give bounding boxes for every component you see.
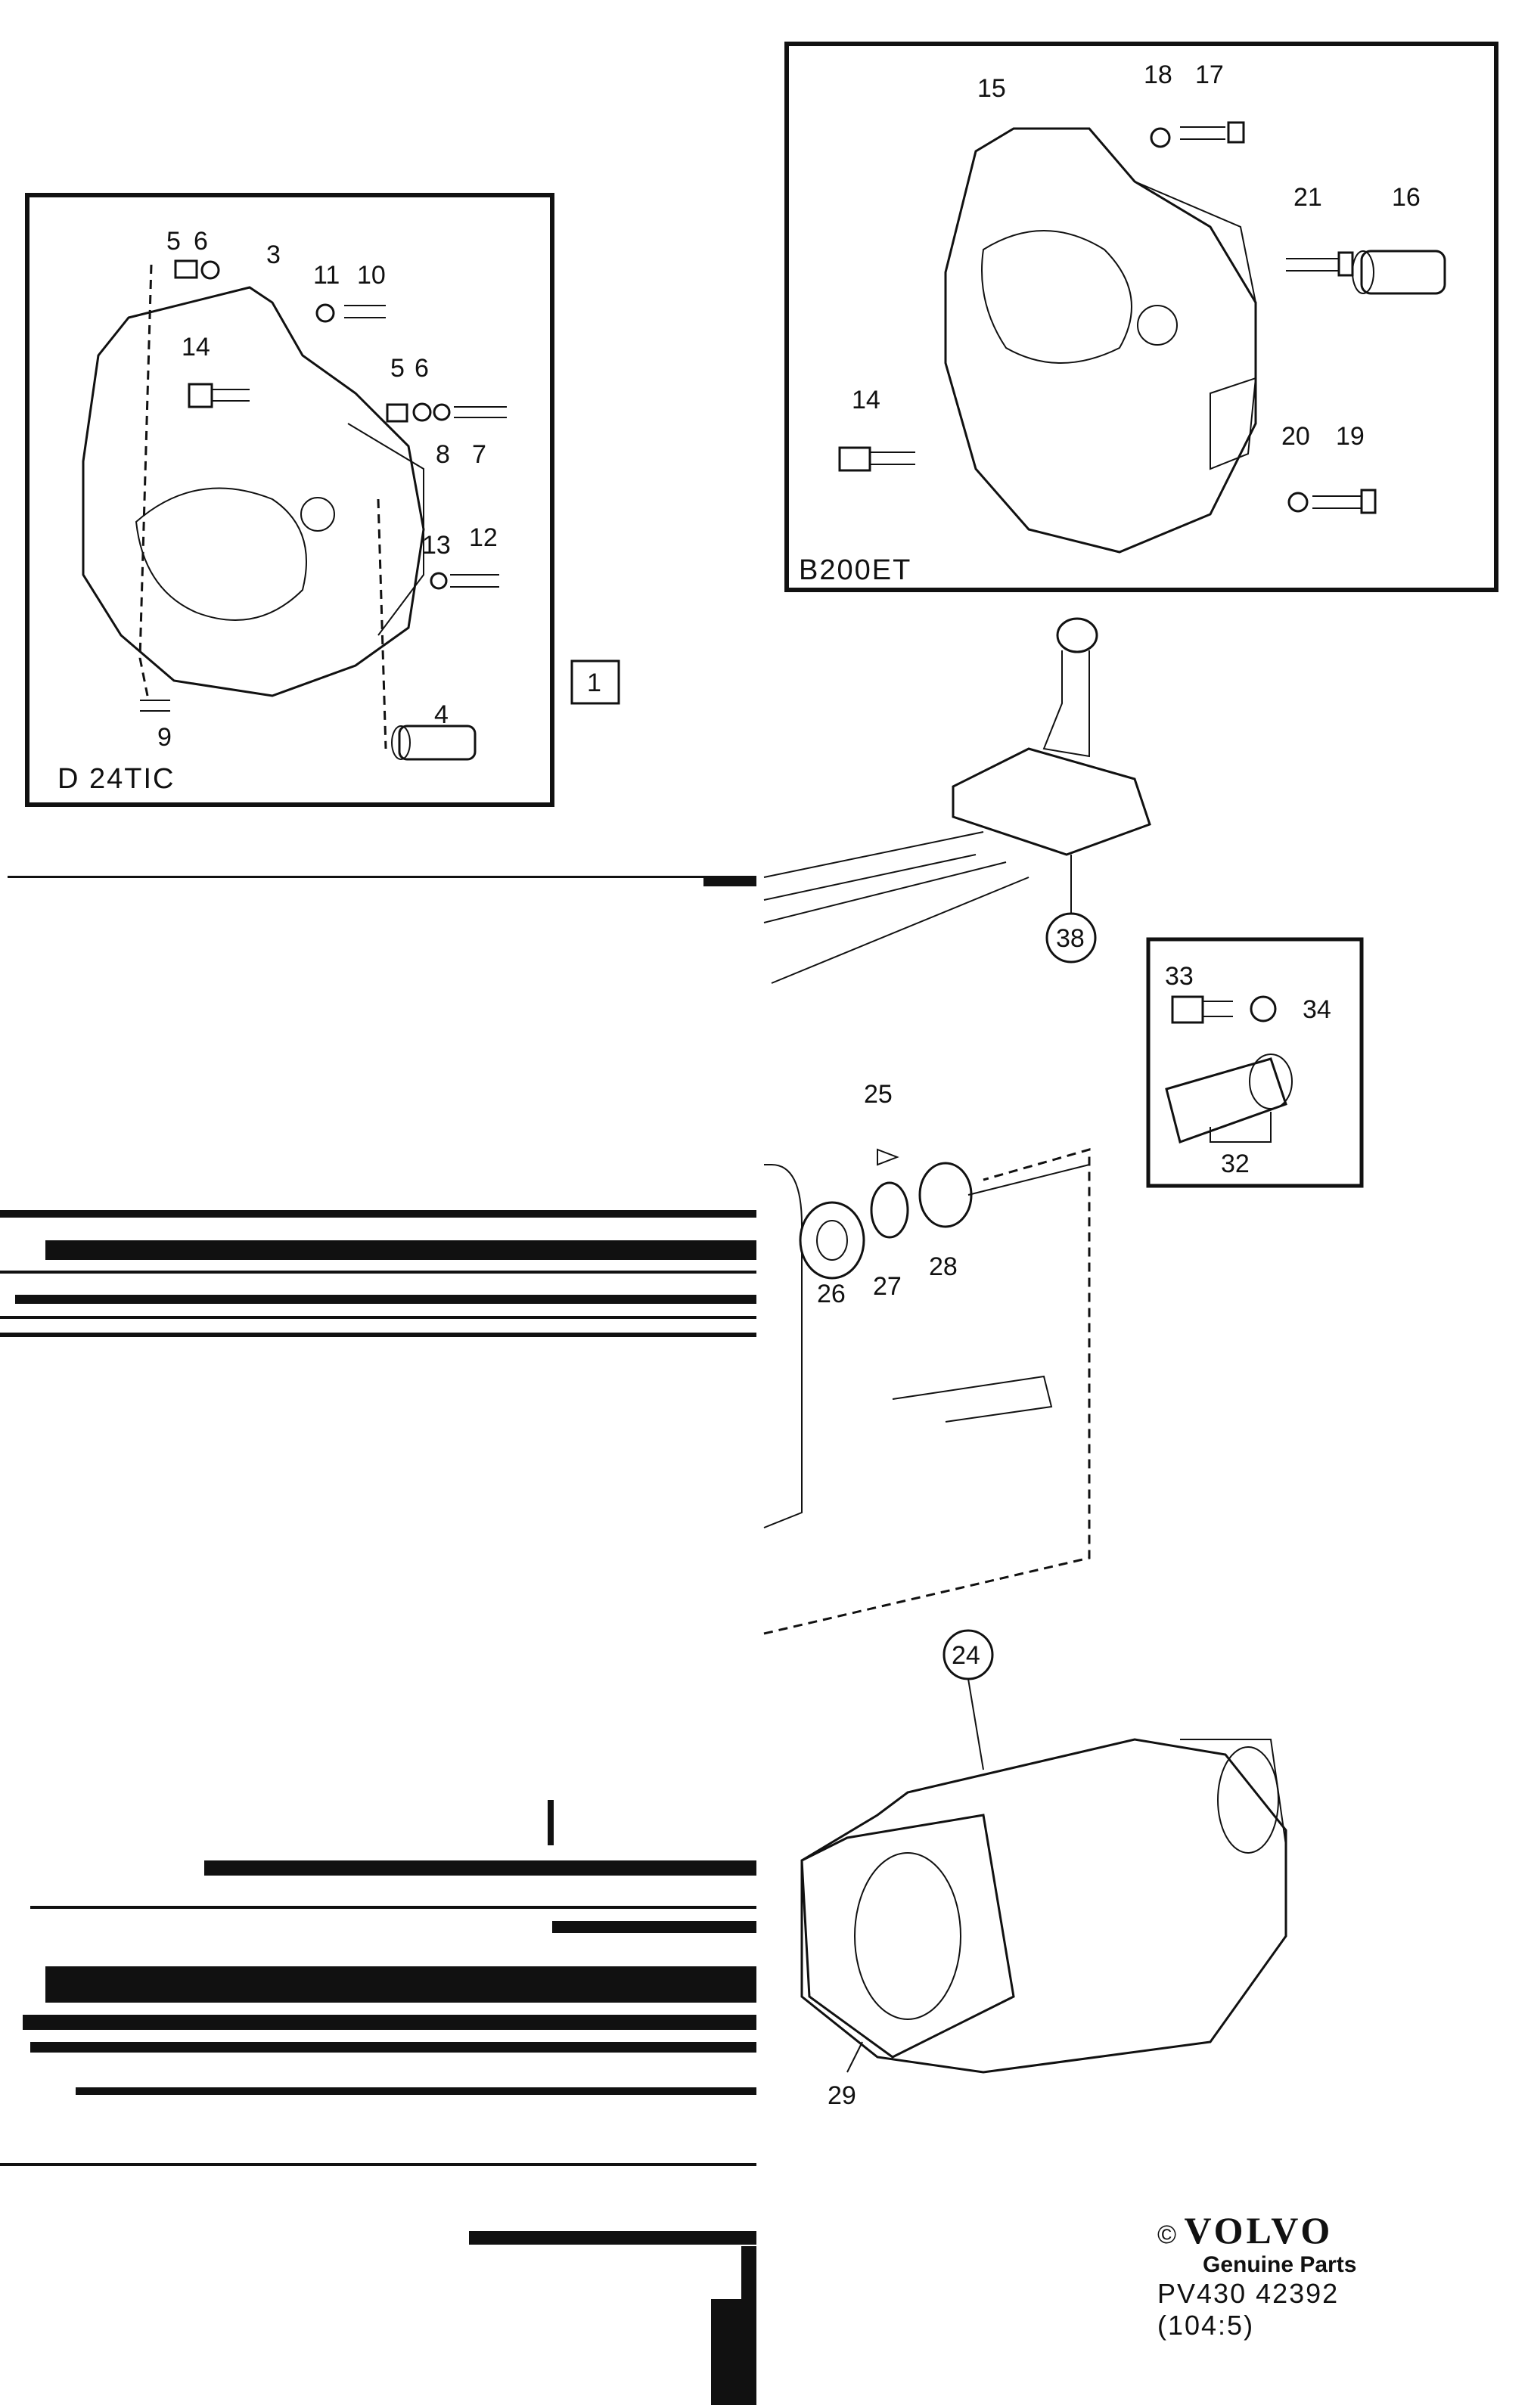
ref-box-label: 1	[587, 669, 601, 697]
callout-26: 26	[817, 1280, 846, 1308]
callout-18: 18	[1144, 61, 1172, 89]
gearbox-flange-bore	[854, 1852, 961, 2020]
callout-19: 19	[1336, 422, 1365, 451]
b200et-housing	[944, 127, 1257, 554]
callout-17: 17	[1195, 61, 1224, 89]
callout-5b: 5	[390, 354, 405, 383]
d24tic-housing	[82, 286, 425, 697]
callout-14: 14	[182, 333, 210, 362]
callout-29: 29	[828, 2081, 856, 2110]
d24tic-hardware	[140, 259, 507, 761]
gear-lever-assembly: 38	[763, 617, 1151, 984]
callout-8: 8	[436, 440, 450, 469]
gearbox-case: 24 29	[800, 1629, 1287, 2110]
callout-27: 27	[873, 1272, 902, 1301]
callout-6: 6	[194, 227, 208, 256]
genuine-parts-label: Genuine Parts	[1203, 2252, 1357, 2277]
callout-7: 7	[472, 440, 486, 469]
bushing-panel: 33 34 32	[1146, 937, 1364, 1188]
bushing-frame	[1146, 937, 1364, 1188]
b200et-window	[1210, 377, 1257, 470]
d24tic-panel: 5 6 3 11 10 14 5 6 8 7 12 13 9 4 D 24TIC	[25, 193, 554, 807]
scan-artifacts	[0, 876, 756, 2405]
b200et-tag: B200ET	[799, 554, 911, 586]
callout-4: 4	[434, 700, 449, 729]
d24tic-tag: D 24TIC	[57, 763, 175, 795]
callout-34: 34	[1303, 995, 1331, 1024]
b200et-hardware	[838, 121, 1446, 514]
d24tic-frame	[25, 193, 554, 807]
doc-number: PV430 42392	[1157, 2278, 1340, 2309]
b200et-frame	[784, 42, 1498, 592]
d24tic-housing-bowl	[135, 487, 307, 621]
callout-25: 25	[864, 1080, 893, 1109]
callout-5: 5	[166, 227, 181, 256]
bearing-parts: 25 26 27 28	[763, 1080, 1091, 1635]
callout-13: 13	[422, 531, 451, 560]
ref-box	[570, 659, 620, 705]
callout-15: 15	[977, 74, 1006, 103]
gearbox-case-body	[800, 1738, 1287, 2074]
callout-28: 28	[929, 1252, 958, 1281]
callout-20: 20	[1281, 422, 1310, 451]
d24tic-dash-right	[377, 498, 387, 749]
callout-38: 38	[1056, 924, 1085, 953]
callout-9: 9	[157, 723, 172, 752]
b200et-panel: 15 18 17 21 16 14 20 19 B200ET	[784, 42, 1498, 592]
b200et-bore	[1137, 305, 1178, 346]
brand-block: © VOLVO Genuine Parts PV430 42392 (104:5…	[1157, 2208, 1384, 2341]
callout-12: 12	[469, 523, 498, 552]
b200et-bowl	[981, 230, 1132, 364]
copyright-symbol: ©	[1157, 2220, 1177, 2249]
callout-10: 10	[357, 261, 386, 290]
callout-32: 32	[1221, 1150, 1250, 1178]
callout-3: 3	[266, 240, 281, 269]
d24tic-bore	[300, 497, 335, 532]
callout-11: 11	[313, 261, 340, 290]
callout-14b: 14	[852, 386, 880, 414]
callout-16: 16	[1392, 183, 1421, 212]
d24tic-flange	[347, 423, 424, 636]
callout-24: 24	[952, 1641, 980, 1670]
callout-33: 33	[1165, 962, 1194, 991]
volvo-logo: VOLVO	[1184, 2209, 1334, 2251]
callout-21: 21	[1293, 183, 1322, 212]
b200et-flange	[1134, 181, 1256, 303]
callout-6b: 6	[415, 354, 429, 383]
page-ref: (104:5)	[1157, 2310, 1255, 2341]
gearbox-flange	[800, 1814, 1015, 2059]
d24tic-dash-left	[138, 264, 153, 697]
